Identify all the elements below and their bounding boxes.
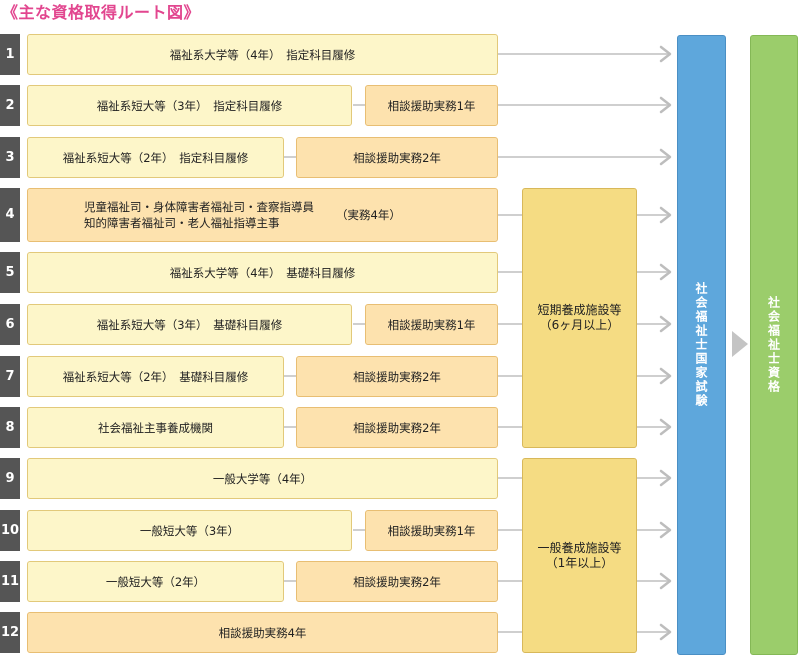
facility-duration: （1年以上）: [545, 555, 614, 570]
route-number: 9: [0, 458, 20, 499]
connector-line: [284, 580, 296, 582]
route-number: 12: [0, 612, 20, 653]
route-main-box: 社会福祉主事養成機関: [27, 407, 284, 448]
connector-line: [284, 426, 296, 428]
arrow-right-icon: [659, 623, 672, 641]
practice-box: 相談援助実務1年: [365, 85, 498, 126]
general-training-facility: 一般養成施設等 （1年以上）: [522, 458, 637, 653]
route-main-box: 一般短大等（3年）: [27, 510, 352, 551]
connector-line: [353, 323, 365, 325]
arrow-right-icon: [659, 315, 672, 333]
route-number: 1: [0, 34, 20, 75]
route-number: 6: [0, 304, 20, 345]
official-positions: 児童福祉司・身体障害者福祉司・査察指導員 知的障害者福祉司・老人福祉指導主事: [84, 199, 314, 231]
route-main-box: 福祉系大学等（4年） 基礎科目履修: [27, 252, 498, 293]
arrow-right-icon: [659, 45, 672, 63]
route-main-box: 福祉系短大等（2年） 指定科目履修: [27, 137, 284, 178]
arrow-right-icon: [659, 572, 672, 590]
national-exam-box: 社会福祉士国家試験: [677, 35, 726, 655]
practice-box: 相談援助実務2年: [296, 356, 498, 397]
official-positions-line: 児童福祉司・身体障害者福祉司・査察指導員: [84, 200, 314, 214]
official-positions-line: 知的障害者福祉司・老人福祉指導主事: [84, 216, 280, 230]
route-main-box: 相談援助実務4年: [27, 612, 498, 653]
arrow-right-icon: [659, 469, 672, 487]
connector-line: [284, 156, 296, 158]
arrow-right-icon: [732, 331, 748, 357]
practice-note: （実務4年）: [336, 208, 401, 222]
connector-line: [284, 375, 296, 377]
arrow-right-icon: [659, 96, 672, 114]
route-main-box: 福祉系短大等（3年） 指定科目履修: [27, 85, 352, 126]
arrow-right-icon: [659, 263, 672, 281]
route-main-box: 福祉系短大等（3年） 基礎科目履修: [27, 304, 352, 345]
route-number: 11: [0, 561, 20, 602]
facility-label: 短期養成施設等: [537, 303, 622, 317]
route-number: 2: [0, 85, 20, 126]
route-number: 4: [0, 188, 20, 242]
practice-box: 相談援助実務2年: [296, 407, 498, 448]
facility-duration: （6ヶ月以上）: [539, 318, 620, 332]
connector-line: [353, 104, 365, 106]
practice-box: 相談援助実務1年: [365, 304, 498, 345]
route-number: 10: [0, 510, 20, 551]
arrow-right-icon: [659, 206, 672, 224]
route-main-box: 一般短大等（2年）: [27, 561, 284, 602]
route-main-box: 福祉系短大等（2年） 基礎科目履修: [27, 356, 284, 397]
practice-box: 相談援助実務1年: [365, 510, 498, 551]
route-main-box: 児童福祉司・身体障害者福祉司・査察指導員 知的障害者福祉司・老人福祉指導主事 （…: [27, 188, 498, 242]
diagram-title: 《主な資格取得ルート図》: [2, 3, 201, 22]
arrow-right-icon: [659, 521, 672, 539]
national-exam-label: 社会福祉士国家試験: [694, 282, 708, 408]
arrow-right-icon: [659, 418, 672, 436]
route-number: 5: [0, 252, 20, 293]
qualification-label: 社会福祉士資格: [766, 296, 781, 394]
short-training-facility: 短期養成施設等 （6ヶ月以上）: [522, 188, 637, 448]
connector-line: [353, 529, 365, 531]
route-main-box: 福祉系大学等（4年） 指定科目履修: [27, 34, 498, 75]
route-number: 8: [0, 407, 20, 448]
facility-label: 一般養成施設等: [537, 540, 622, 555]
arrow-right-icon: [659, 367, 672, 385]
route-number: 7: [0, 356, 20, 397]
route-main-box: 一般大学等（4年）: [27, 458, 498, 499]
practice-box: 相談援助実務2年: [296, 561, 498, 602]
practice-box: 相談援助実務2年: [296, 137, 498, 178]
qualification-box: 社会福祉士資格: [750, 35, 798, 655]
route-number: 3: [0, 137, 20, 178]
arrow-right-icon: [659, 148, 672, 166]
